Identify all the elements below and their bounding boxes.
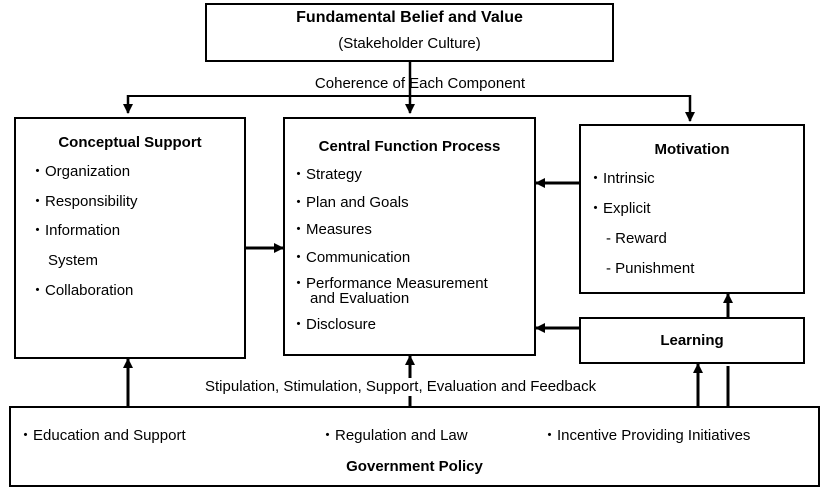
central-function-title: Central Function Process <box>318 138 501 155</box>
central-item-evaluation: and Evaluation <box>310 290 410 307</box>
government-item-regulation: ・Regulation and Law <box>320 427 468 444</box>
conceptual-support-box <box>14 117 246 359</box>
central-item-disclosure: ・Disclosure <box>291 316 377 333</box>
central-item-measures: ・Measures <box>291 221 372 238</box>
fundamental-belief-title: Fundamental Belief and Value <box>296 9 523 26</box>
motivation-item-explicit: ・Explicit <box>588 200 651 217</box>
conceptual-item-responsibility: ・Responsibility <box>30 193 138 210</box>
government-item-incentive: ・Incentive Providing Initiatives <box>542 427 751 444</box>
learning-title: Learning <box>660 332 724 349</box>
motivation-item-punishment: - Punishment <box>606 260 695 277</box>
learning-box <box>579 317 805 364</box>
conceptual-item-information: ・Information <box>30 222 121 239</box>
motivation-title: Motivation <box>654 141 730 158</box>
conceptual-item-organization: ・Organization <box>30 163 131 180</box>
government-item-education: ・Education and Support <box>18 427 186 444</box>
stakeholder-culture-subtitle: (Stakeholder Culture) <box>338 35 481 52</box>
motivation-item-reward: - Reward <box>606 230 667 247</box>
motivation-box <box>579 124 805 294</box>
conceptual-item-system: System <box>48 252 99 269</box>
coherence-label: Coherence of Each Component <box>314 75 526 92</box>
central-item-strategy: ・Strategy <box>291 166 362 183</box>
fundamental-belief-box <box>205 3 614 62</box>
central-item-plan-goals: ・Plan and Goals <box>291 194 409 211</box>
stipulation-label: Stipulation, Stimulation, Support, Evalu… <box>205 378 597 396</box>
government-policy-box <box>9 406 820 487</box>
central-item-communication: ・Communication <box>291 249 411 266</box>
central-function-box <box>283 117 536 356</box>
conceptual-item-collaboration: ・Collaboration <box>30 282 134 299</box>
motivation-item-intrinsic: ・Intrinsic <box>588 170 655 187</box>
central-item-performance: ・Performance Measurement <box>291 275 488 292</box>
government-policy-title: Government Policy <box>346 458 483 475</box>
conceptual-support-title: Conceptual Support <box>58 134 202 151</box>
